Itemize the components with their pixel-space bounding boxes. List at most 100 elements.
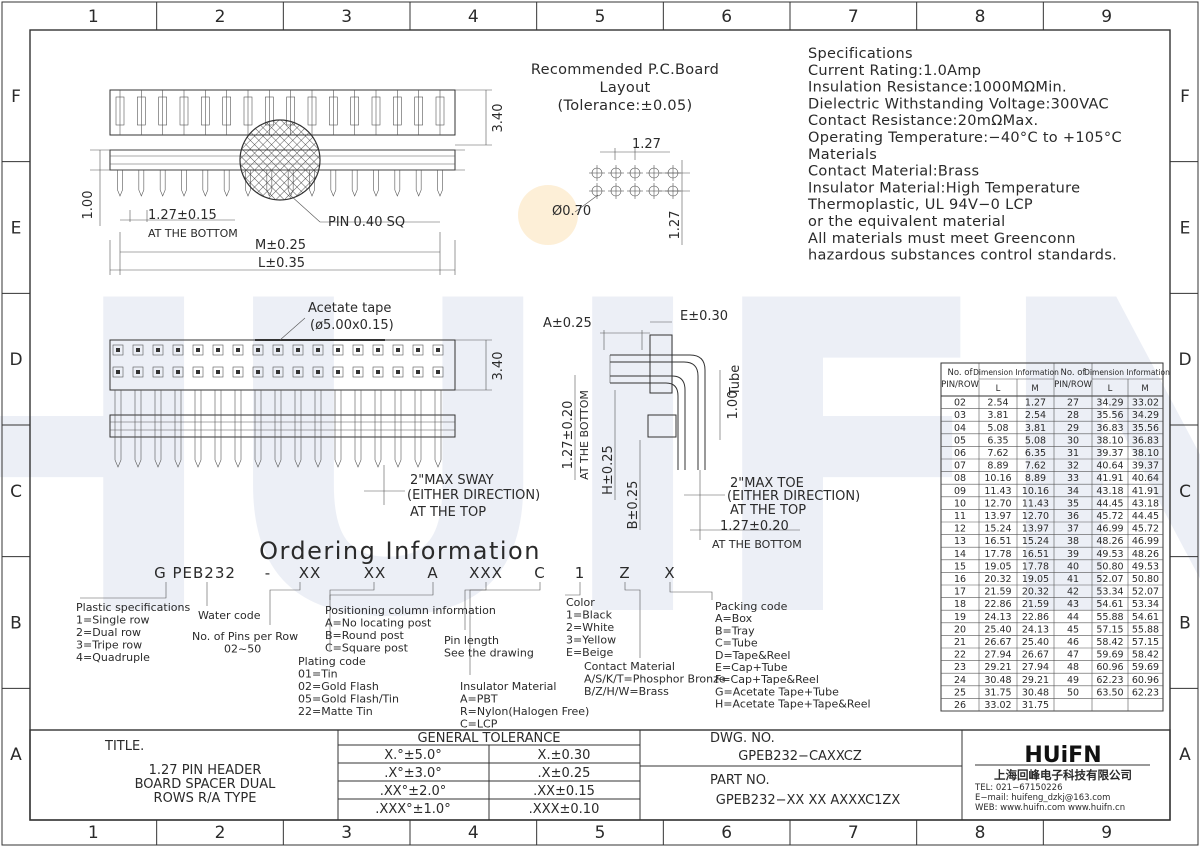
table-cell: 31.75 bbox=[1022, 700, 1049, 711]
socket-pin bbox=[256, 370, 260, 374]
table-cell: 24.13 bbox=[1022, 624, 1049, 635]
top-pin bbox=[373, 170, 379, 197]
table-cell: 2.54 bbox=[1025, 410, 1046, 421]
socket-pin bbox=[236, 348, 240, 352]
table-cell: 37 bbox=[1067, 524, 1079, 535]
tolerance-header: GENERAL TOLERANCE bbox=[417, 731, 560, 746]
table-cell: 8.89 bbox=[987, 461, 1008, 472]
table-cell: 29.21 bbox=[984, 662, 1011, 673]
table-cell: 07 bbox=[954, 461, 966, 472]
table-cell: 34.29 bbox=[1096, 398, 1123, 409]
tube-dim: 1.00 bbox=[726, 391, 741, 420]
table-cell: 12.70 bbox=[984, 498, 1011, 509]
grid-row-left: C bbox=[10, 482, 22, 502]
order-pins-line: No. of Pins per Row bbox=[192, 630, 298, 643]
grid-col-bottom: 6 bbox=[721, 823, 732, 843]
table-header-lm: L bbox=[1108, 384, 1113, 394]
table-cell: 38.10 bbox=[1096, 435, 1123, 446]
top-pitch-dim: 1.27±0.15 bbox=[148, 208, 217, 223]
title-line-3: ROWS R/A TYPE bbox=[154, 791, 257, 806]
order-packing-line: E=Cap+Tube bbox=[715, 661, 788, 674]
table-cell: 14 bbox=[954, 549, 966, 560]
table-cell: 24 bbox=[954, 675, 966, 686]
table-cell: 5.08 bbox=[987, 423, 1008, 434]
table-cell: 16.51 bbox=[984, 536, 1011, 547]
order-positioning-line: Positioning column information bbox=[325, 604, 496, 617]
part-label: PART NO. bbox=[710, 773, 770, 788]
table-cell: 29 bbox=[1067, 423, 1079, 434]
spec-line: or the equivalent material bbox=[808, 214, 1005, 230]
order-code-part: XXX bbox=[469, 564, 503, 582]
table-cell: 33 bbox=[1067, 473, 1079, 484]
socket-cell bbox=[272, 344, 284, 356]
socket-pin bbox=[196, 370, 200, 374]
socket-pin bbox=[316, 370, 320, 374]
table-cell: 19.05 bbox=[1022, 574, 1049, 585]
table-cell: 43 bbox=[1067, 599, 1079, 610]
table-header-pins: No. of bbox=[947, 368, 973, 378]
grid-row-right: A bbox=[1179, 745, 1191, 765]
socket-cell bbox=[132, 366, 144, 378]
table-cell: 13 bbox=[954, 536, 966, 547]
table-cell: 42 bbox=[1067, 587, 1079, 598]
table-cell: 44 bbox=[1067, 612, 1079, 623]
table-cell: 49.53 bbox=[1132, 561, 1159, 572]
table-cell: 55.88 bbox=[1096, 612, 1123, 623]
tube-label: Tube bbox=[728, 365, 743, 396]
table-cell: 39 bbox=[1067, 549, 1079, 560]
toe-line-3: AT THE TOP bbox=[730, 503, 806, 518]
socket-cell bbox=[212, 344, 224, 356]
socket-cell bbox=[232, 344, 244, 356]
table-cell: 26.67 bbox=[1022, 650, 1049, 661]
table-cell: 43.18 bbox=[1132, 498, 1159, 509]
table-cell: 22 bbox=[954, 650, 966, 661]
order-plastic-line: 3=Tripe row bbox=[76, 639, 142, 652]
order-code-part: 1 bbox=[575, 564, 586, 582]
table-header-pins: No. of bbox=[1060, 368, 1086, 378]
socket-cell bbox=[152, 366, 164, 378]
order-color-line: Color bbox=[566, 596, 595, 609]
order-code-part: A bbox=[427, 564, 438, 582]
spec-line: Contact Resistance:20mΩMax. bbox=[808, 113, 1038, 129]
socket-pin bbox=[156, 370, 160, 374]
table-header-lm: M bbox=[1031, 384, 1038, 394]
socket-cell bbox=[112, 366, 124, 378]
table-cell: 53.34 bbox=[1096, 587, 1123, 598]
table-cell: 23 bbox=[954, 662, 966, 673]
order-insulator-line: Insulator Material bbox=[460, 680, 556, 693]
socket-cell bbox=[292, 366, 304, 378]
grid-row-left: D bbox=[9, 350, 22, 370]
front-height-dim: 3.40 bbox=[491, 352, 506, 381]
table-cell: 17 bbox=[954, 587, 966, 598]
table-cell: 05 bbox=[954, 435, 966, 446]
table-cell: 30 bbox=[1067, 435, 1079, 446]
socket-pin bbox=[296, 348, 300, 352]
socket-cell bbox=[352, 366, 364, 378]
table-cell: 27.94 bbox=[984, 650, 1011, 661]
order-contact-line: B/Z/H/W=Brass bbox=[584, 685, 669, 698]
socket-pin bbox=[436, 370, 440, 374]
front-pin bbox=[194, 390, 202, 468]
l-dim: L±0.35 bbox=[258, 256, 305, 271]
order-contact-line: Contact Material bbox=[584, 660, 675, 673]
table-cell: 24.13 bbox=[984, 612, 1011, 623]
front-pin bbox=[434, 390, 442, 468]
table-cell: 11 bbox=[954, 511, 966, 522]
table-cell: 10 bbox=[954, 498, 966, 509]
socket-cell bbox=[372, 366, 384, 378]
table-cell: 59.69 bbox=[1096, 650, 1123, 661]
table-cell: 34 bbox=[1067, 486, 1079, 497]
tape-label: Acetate tape bbox=[308, 301, 391, 316]
front-pin bbox=[274, 390, 282, 468]
spec-line: Operating Temperature:−40°C to +105°C bbox=[808, 130, 1122, 146]
order-pins-line: 02~50 bbox=[224, 643, 261, 656]
table-cell: 62.23 bbox=[1132, 687, 1159, 698]
socket-cell bbox=[392, 344, 404, 356]
table-cell: 50.80 bbox=[1096, 561, 1123, 572]
table-cell: 60.96 bbox=[1096, 662, 1123, 673]
table-cell: 26.67 bbox=[984, 637, 1011, 648]
front-pin bbox=[374, 390, 382, 468]
grid-col-top: 7 bbox=[848, 7, 859, 27]
table-cell: 41 bbox=[1067, 574, 1079, 585]
